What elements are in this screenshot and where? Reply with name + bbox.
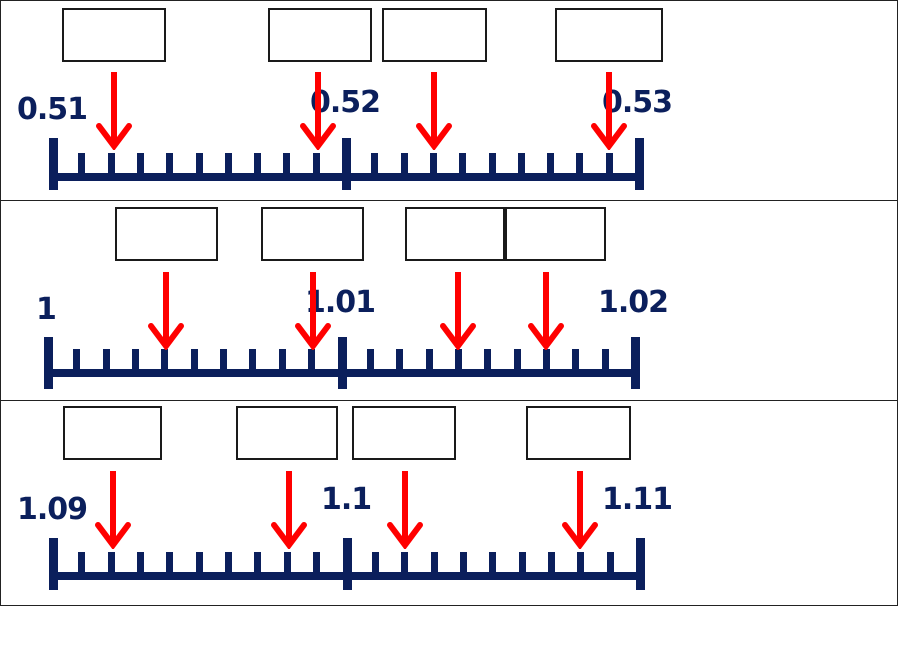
- minor-tick: [166, 552, 174, 576]
- minor-tick: [396, 349, 404, 373]
- minor-tick: [547, 153, 555, 177]
- red-down-arrow-icon: [414, 70, 454, 151]
- minor-tick: [278, 349, 286, 373]
- major-tick: [44, 337, 53, 389]
- minor-tick: [136, 153, 144, 177]
- minor-tick: [425, 349, 433, 373]
- minor-tick: [220, 349, 228, 373]
- minor-tick: [313, 552, 321, 576]
- major-tick: [49, 538, 58, 590]
- answer-box[interactable]: [526, 406, 631, 460]
- major-tick: [636, 538, 645, 590]
- minor-tick: [78, 153, 86, 177]
- major-tick: [337, 337, 347, 389]
- minor-tick: [283, 552, 291, 576]
- minor-tick: [224, 153, 232, 177]
- answer-box[interactable]: [115, 207, 218, 261]
- answer-box[interactable]: [261, 207, 364, 261]
- number-line-label: 1.1: [321, 482, 372, 517]
- minor-tick: [190, 349, 198, 373]
- major-tick: [342, 138, 351, 190]
- minor-tick: [254, 552, 262, 576]
- minor-tick: [400, 153, 408, 177]
- minor-tick: [547, 552, 555, 576]
- answer-box[interactable]: [382, 8, 487, 62]
- minor-tick: [605, 153, 613, 177]
- major-tick: [342, 538, 352, 590]
- minor-tick: [572, 349, 580, 373]
- answer-box[interactable]: [236, 406, 338, 460]
- answer-box[interactable]: [405, 207, 505, 261]
- minor-tick: [366, 349, 374, 373]
- minor-tick: [518, 552, 526, 576]
- red-down-arrow-icon: [526, 270, 566, 351]
- minor-tick: [517, 153, 525, 177]
- red-down-arrow-icon: [293, 270, 333, 351]
- minor-tick: [225, 552, 233, 576]
- minor-tick: [454, 349, 462, 373]
- minor-tick: [78, 552, 86, 576]
- red-down-arrow-icon: [298, 70, 338, 151]
- number-line-label: 1.01: [305, 285, 376, 320]
- number-line-label: 0.52: [310, 85, 381, 120]
- answer-box[interactable]: [63, 406, 162, 460]
- major-tick: [631, 337, 640, 389]
- minor-tick: [102, 349, 110, 373]
- minor-tick: [166, 153, 174, 177]
- minor-tick: [371, 552, 379, 576]
- answer-box[interactable]: [505, 207, 606, 261]
- minor-tick: [137, 552, 145, 576]
- minor-tick: [606, 552, 614, 576]
- number-line-label: 1.11: [602, 482, 673, 517]
- minor-tick: [489, 552, 497, 576]
- minor-tick: [429, 153, 437, 177]
- red-down-arrow-icon: [146, 270, 186, 351]
- red-down-arrow-icon: [385, 469, 425, 550]
- minor-tick: [312, 153, 320, 177]
- minor-tick: [283, 153, 291, 177]
- minor-tick: [484, 349, 492, 373]
- red-down-arrow-icon: [94, 70, 134, 151]
- answer-box[interactable]: [555, 8, 663, 62]
- minor-tick: [249, 349, 257, 373]
- minor-tick: [459, 153, 467, 177]
- red-down-arrow-icon: [269, 469, 309, 550]
- number-line-label: 1: [36, 292, 57, 327]
- answer-box[interactable]: [268, 8, 372, 62]
- minor-tick: [308, 349, 316, 373]
- major-tick: [49, 138, 58, 190]
- minor-tick: [430, 552, 438, 576]
- answer-box[interactable]: [352, 406, 456, 460]
- minor-tick: [601, 349, 609, 373]
- minor-tick: [488, 153, 496, 177]
- number-line-label: 0.51: [17, 92, 88, 127]
- minor-tick: [195, 552, 203, 576]
- minor-tick: [254, 153, 262, 177]
- minor-tick: [371, 153, 379, 177]
- red-down-arrow-icon: [438, 270, 478, 351]
- minor-tick: [107, 153, 115, 177]
- minor-tick: [73, 349, 81, 373]
- major-tick: [635, 138, 644, 190]
- minor-tick: [577, 552, 585, 576]
- number-line-label: 1.02: [598, 285, 669, 320]
- minor-tick: [459, 552, 467, 576]
- red-down-arrow-icon: [589, 70, 629, 151]
- number-line-label: 1.09: [17, 492, 88, 527]
- minor-tick: [195, 153, 203, 177]
- answer-box[interactable]: [62, 8, 166, 62]
- minor-tick: [107, 552, 115, 576]
- minor-tick: [161, 349, 169, 373]
- minor-tick: [132, 349, 140, 373]
- minor-tick: [576, 153, 584, 177]
- minor-tick: [542, 349, 550, 373]
- red-down-arrow-icon: [560, 469, 600, 550]
- minor-tick: [401, 552, 409, 576]
- number-line-label: 0.53: [602, 85, 673, 120]
- red-down-arrow-icon: [93, 469, 133, 550]
- minor-tick: [513, 349, 521, 373]
